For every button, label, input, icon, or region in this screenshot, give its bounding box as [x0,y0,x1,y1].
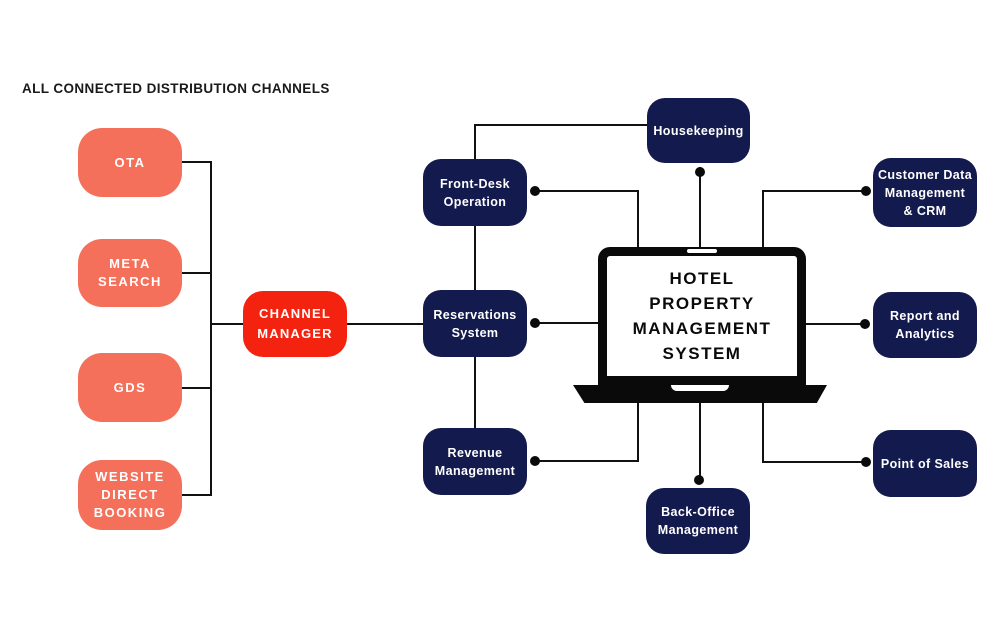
connector-frontdesk-top-vertical [474,124,476,160]
connector-gds-stub [182,387,212,389]
connector-pointofsales-to-laptop-h [762,461,868,463]
connector-reservations-to-revenue [474,357,476,428]
connector-backoffice-to-laptop [699,403,701,483]
node-channel-manager-label: CHANNEL MANAGER [257,306,333,341]
dot-backoffice [694,475,704,485]
connector-reservations-to-laptop [535,322,598,324]
node-report-analytics-label: Report and Analytics [890,309,960,341]
connector-customerdata-to-laptop-v [762,190,764,247]
node-report-analytics: Report and Analytics [873,292,977,358]
node-revenue-management: Revenue Management [423,428,527,495]
connector-frontdesk-to-housekeeping [474,124,649,126]
node-gds: GDS [78,353,182,422]
node-meta-search: META SEARCH [78,239,182,307]
node-front-desk-operation: Front-Desk Operation [423,159,527,226]
node-website-direct-booking: WEBSITE DIRECT BOOKING [78,460,182,530]
node-reservations-system: Reservations System [423,290,527,357]
laptop-title: HOTEL PROPERTY MANAGEMENT SYSTEM [632,269,772,363]
node-housekeeping: Housekeeping [647,98,750,163]
connector-revenue-to-laptop-v [637,403,639,462]
node-ota-label: OTA [114,154,146,170]
connector-revenue-to-laptop-h [535,460,639,462]
node-customer-data-crm: Customer Data Management & CRM [873,158,977,227]
dot-revenue [530,456,540,466]
node-customer-data-crm-label: Customer Data Management & CRM [877,167,973,218]
connector-customerdata-to-laptop-h [762,190,868,192]
node-website-direct-booking-label: WEBSITE DIRECT BOOKING [93,469,167,520]
laptop-base [573,385,827,403]
connector-ota-stub [182,161,212,163]
connector-meta-stub [182,272,212,274]
node-reservations-system-label: Reservations System [433,307,517,340]
node-point-of-sales: Point of Sales [873,430,977,497]
dot-reports [860,319,870,329]
connector-frontdesk-to-laptop-h [535,190,639,192]
connector-trunk-to-channel-manager [210,323,243,325]
laptop-screen: HOTEL PROPERTY MANAGEMENT SYSTEM [598,247,806,385]
node-back-office-management-label: Back-Office Management [657,505,739,537]
laptop-base-notch [671,385,729,391]
node-point-of-sales-label: Point of Sales [880,456,970,471]
connector-website-stub [182,494,212,496]
node-housekeeping-label: Housekeeping [653,123,744,138]
node-channel-manager: CHANNEL MANAGER [243,291,347,357]
dot-frontdesk [530,186,540,196]
node-revenue-management-label: Revenue Management [434,445,516,478]
connector-frontdesk-to-laptop-v [637,190,639,247]
node-front-desk-operation-label: Front-Desk Operation [440,176,510,209]
connector-channels-trunk [210,161,212,496]
connector-pointofsales-to-laptop-v [762,403,764,463]
page-title: ALL CONNECTED DISTRIBUTION CHANNELS [22,81,330,96]
dot-customerdata [861,186,871,196]
connector-housekeeping-to-laptop [699,167,701,247]
node-meta-search-label: META SEARCH [98,256,162,289]
node-ota: OTA [78,128,182,197]
connector-channel-manager-to-reservations [347,323,423,325]
dot-reservations [530,318,540,328]
node-gds-label: GDS [113,379,147,395]
dot-pointofsales [861,457,871,467]
laptop-camera-notch [687,249,717,253]
node-back-office-management: Back-Office Management [646,488,750,554]
connector-laptop-to-reports [806,323,868,325]
dot-housekeeping [695,167,705,177]
connector-frontdesk-to-reservations [474,226,476,290]
